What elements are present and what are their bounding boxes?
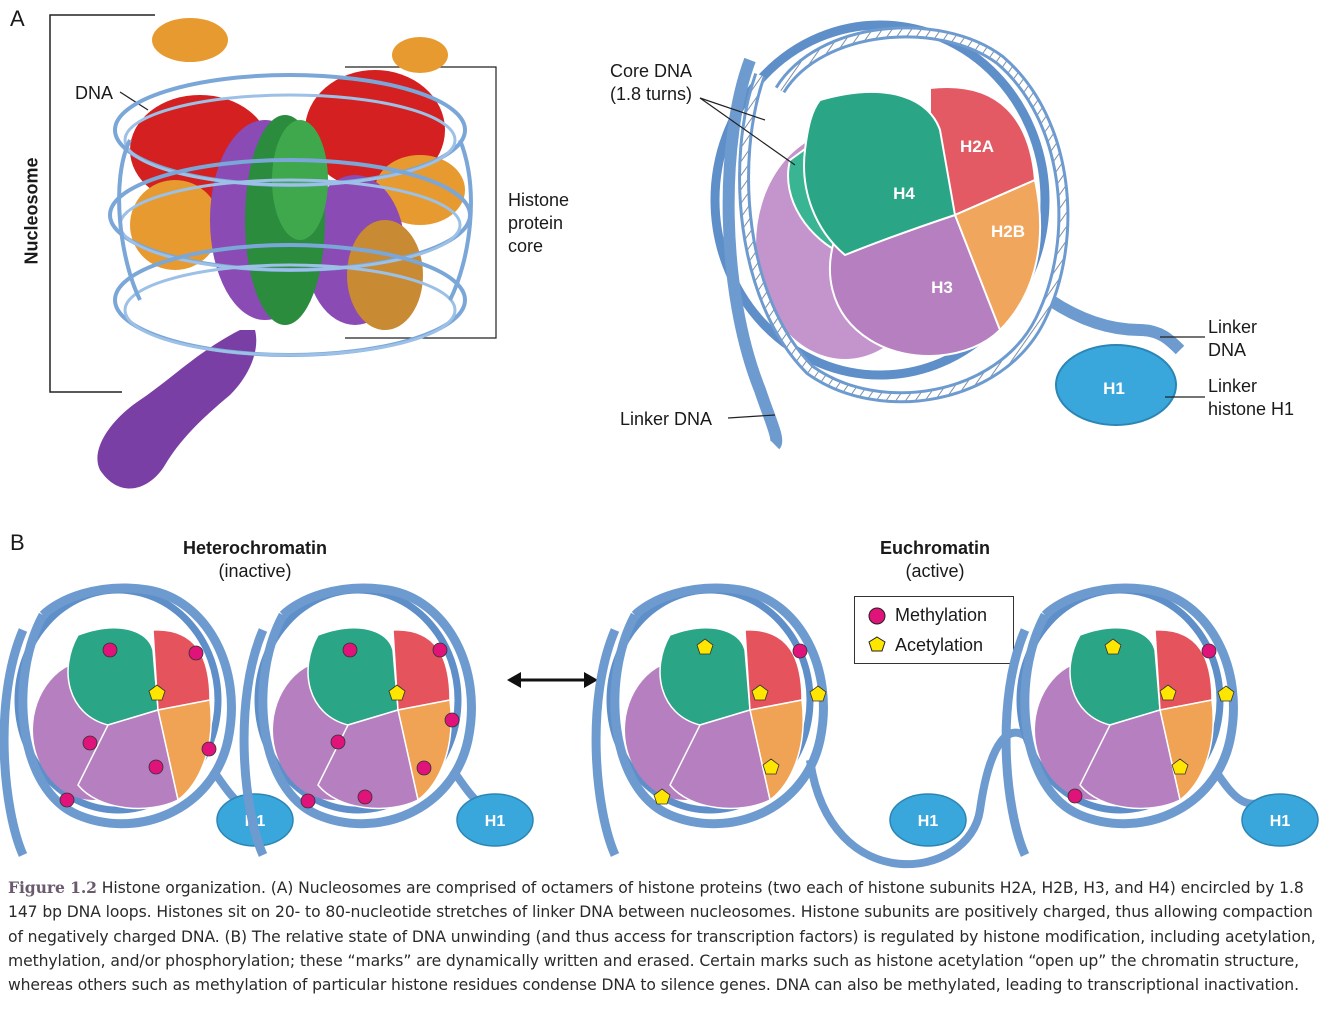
label-h3: H3	[931, 278, 953, 297]
label-h2a: H2A	[960, 137, 994, 156]
label-histone-core-line2: protein	[508, 212, 569, 235]
methylation-mark	[1202, 644, 1216, 658]
methylation-mark	[60, 793, 74, 807]
nucleosome-3: H1	[596, 588, 1030, 864]
label-linker-histone-line2: histone H1	[1208, 398, 1294, 421]
nucleosome-4: H1	[1006, 588, 1318, 855]
methylation-mark	[83, 736, 97, 750]
label-linker-dna-right: Linker DNA	[1208, 316, 1257, 362]
label-linker-dna-left: Linker DNA	[620, 408, 712, 431]
h1-label: H1	[1270, 813, 1291, 830]
label-h4: H4	[893, 184, 915, 203]
figure-label: Figure 1.2	[8, 878, 97, 897]
panel-b-letter: B	[10, 530, 25, 556]
nucleosome-structure-illustration	[0, 0, 560, 520]
figure-caption: Figure 1.2 Histone organization. (A) Nuc…	[8, 876, 1328, 997]
label-h2b: H2B	[991, 222, 1025, 241]
h1-label: H1	[485, 813, 506, 830]
label-linker-dna-right-line1: Linker	[1208, 316, 1257, 339]
label-nucleosome: Nucleosome	[21, 175, 44, 235]
methylation-mark	[331, 735, 345, 749]
caption-text: Histone organization. (A) Nucleosomes ar…	[8, 879, 1316, 994]
label-core-dna: Core DNA (1.8 turns)	[598, 60, 704, 106]
label-linker-histone: Linker histone H1	[1208, 375, 1294, 421]
histone-h4	[68, 628, 158, 725]
methylation-mark	[202, 742, 216, 756]
label-linker-dna-right-line2: DNA	[1208, 339, 1257, 362]
label-core-dna-line1: Core DNA	[598, 60, 704, 83]
label-linker-histone-line1: Linker	[1208, 375, 1294, 398]
methylation-mark	[103, 643, 117, 657]
methylation-mark	[793, 644, 807, 658]
methylation-mark	[417, 761, 431, 775]
label-core-dna-line2: (1.8 turns)	[598, 83, 704, 106]
methylation-mark	[149, 760, 163, 774]
methylation-mark	[433, 643, 447, 657]
methylation-mark	[343, 643, 357, 657]
h1-label: H1	[918, 813, 939, 830]
label-histone-core-line1: Histone	[508, 189, 569, 212]
label-nucleosome-text: Nucleosome	[21, 157, 44, 264]
methylation-mark	[445, 713, 459, 727]
label-h1: H1	[1103, 379, 1125, 398]
label-histone-core: Histone protein core	[508, 189, 569, 258]
methylation-mark	[301, 794, 315, 808]
methylation-mark	[1068, 789, 1082, 803]
label-dna: DNA	[75, 82, 113, 105]
heterochromatin-title: Heterochromatin	[140, 537, 370, 560]
label-histone-core-line3: core	[508, 235, 569, 258]
euchromatin-title: Euchromatin	[820, 537, 1050, 560]
methylation-mark	[189, 646, 203, 660]
histone-h4	[308, 628, 398, 725]
methylation-mark	[358, 790, 372, 804]
